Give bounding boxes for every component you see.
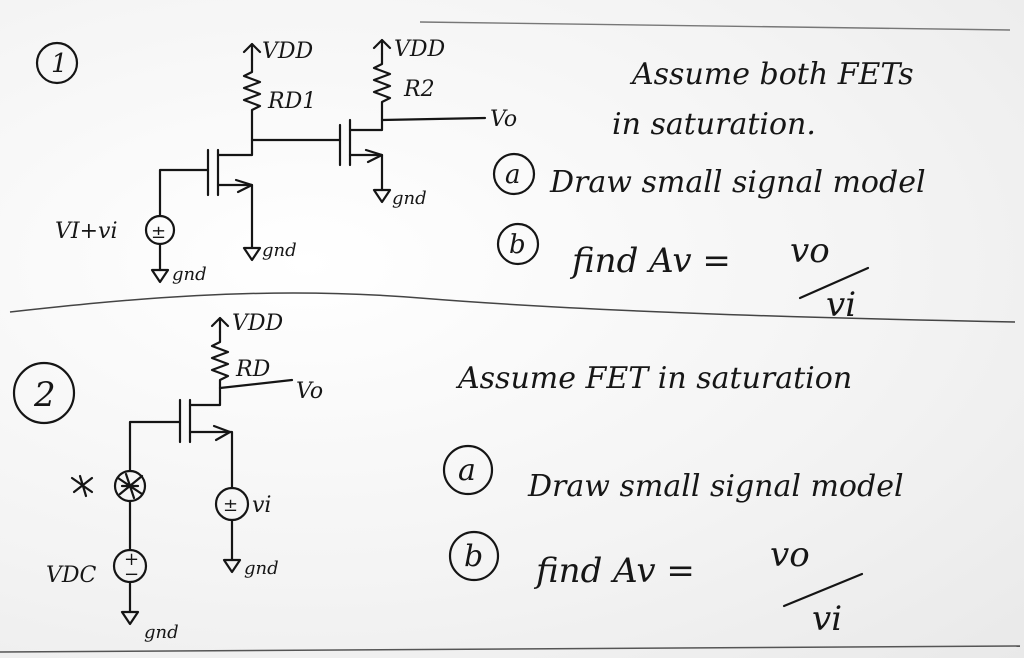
gnd-symbol-bottom [120,610,140,626]
fraction-bar-1 [798,266,870,300]
gnd-label-left: gnd [172,264,207,285]
part-a-text-1: Draw small signal model [549,165,926,200]
frac-den-1: vi [826,285,856,325]
vdd-arrow-right [372,38,392,56]
dc-source-plus: + [124,549,139,570]
vi-label: vi [252,493,271,518]
part-b-mark-1: b [509,230,526,260]
vdd-label-2: VDD [232,311,284,336]
frac-den-2: vi [812,599,842,639]
part-b-text-1: find Av = [569,241,731,281]
resistor-rd1 [242,58,262,142]
m1-drain-wire [216,138,254,157]
gnd-symbol-2 [222,558,242,574]
vo-label-2: Vo [296,379,323,404]
m2-drain-wire [348,118,384,132]
gnd-label-bottom: gnd [144,622,179,643]
m1-source-arrow-icon [234,178,254,194]
rd1-label: RD1 [267,89,316,114]
gnd-symbol-mid [242,246,262,262]
assume-line-1: Assume both FETs [629,57,914,92]
gnd-label-mid: gnd [262,240,297,261]
problem-2-number: 2 [33,375,56,415]
frac-num-2: vo [770,535,810,575]
vdd-label-right: VDD [394,37,446,62]
part-b-text-2: find Av = [533,551,695,591]
dc-source-label: VDC [46,563,97,588]
frac-num-1: vo [790,231,830,271]
fraction-bar-2 [782,572,864,608]
output-wire-1 [380,116,487,122]
vdd-label-left: VDD [262,39,314,64]
m3-gate-wire [128,420,182,472]
problem-2-number-circle [12,361,76,425]
m1-source-wire [216,183,254,250]
vo-label-1: Vo [490,107,517,132]
m3-source-wire [188,430,234,490]
part-a-mark-2: a [458,453,476,488]
m3-source-arrow-icon [212,424,232,442]
rd-label: RD [235,357,271,382]
m2-source-wire [348,153,384,192]
scribbled-label [70,474,94,498]
resistor-r2 [372,52,392,122]
problem-2: 2 VDD RD Vo + − VDC gnd ± vi gnd Assume … [12,311,904,643]
m3-drain-wire [188,398,222,407]
output-wire-2 [218,378,294,390]
assume-line-2: in saturation. [612,107,816,142]
vdd-arrow-left [242,42,262,62]
gnd-label-right: gnd [392,188,427,209]
input-source-sign: ± [151,222,166,243]
vi-source-sign: ± [223,495,238,516]
assume-text-2: Assume FET in saturation [455,361,852,396]
problem-1: 1 VDD RD1 gnd ± VI+vi gnd gnd VDD [35,37,926,325]
input-label: VI+vi [55,219,117,244]
gnd-symbol-right [372,188,392,204]
gnd-label-2: gnd [244,558,279,579]
dc-source-minus: − [124,564,139,585]
part-b-mark-2: b [464,539,483,574]
r2-label: R2 [403,77,435,102]
gnd-symbol-left [150,268,170,284]
part-b-circle-2 [448,530,500,582]
paper-rule-bottom [0,645,1021,653]
paper-rule-top [419,21,1011,31]
part-a-mark-1: a [505,160,521,190]
part-a-text-2: Draw small signal model [527,469,904,504]
scribble-marks [116,472,144,500]
m1-gate-wire [158,168,210,217]
m2-source-arrow-icon [364,148,384,164]
resistor-rd [210,330,230,402]
part-a-circle-2 [442,444,494,496]
problem-1-number: 1 [51,49,68,79]
part-a-circle-1 [492,152,536,196]
vdd-arrow-2 [210,316,230,334]
part-b-circle-1 [496,222,540,266]
section-divider-line [9,292,1016,323]
problem-1-number-circle [35,41,79,85]
